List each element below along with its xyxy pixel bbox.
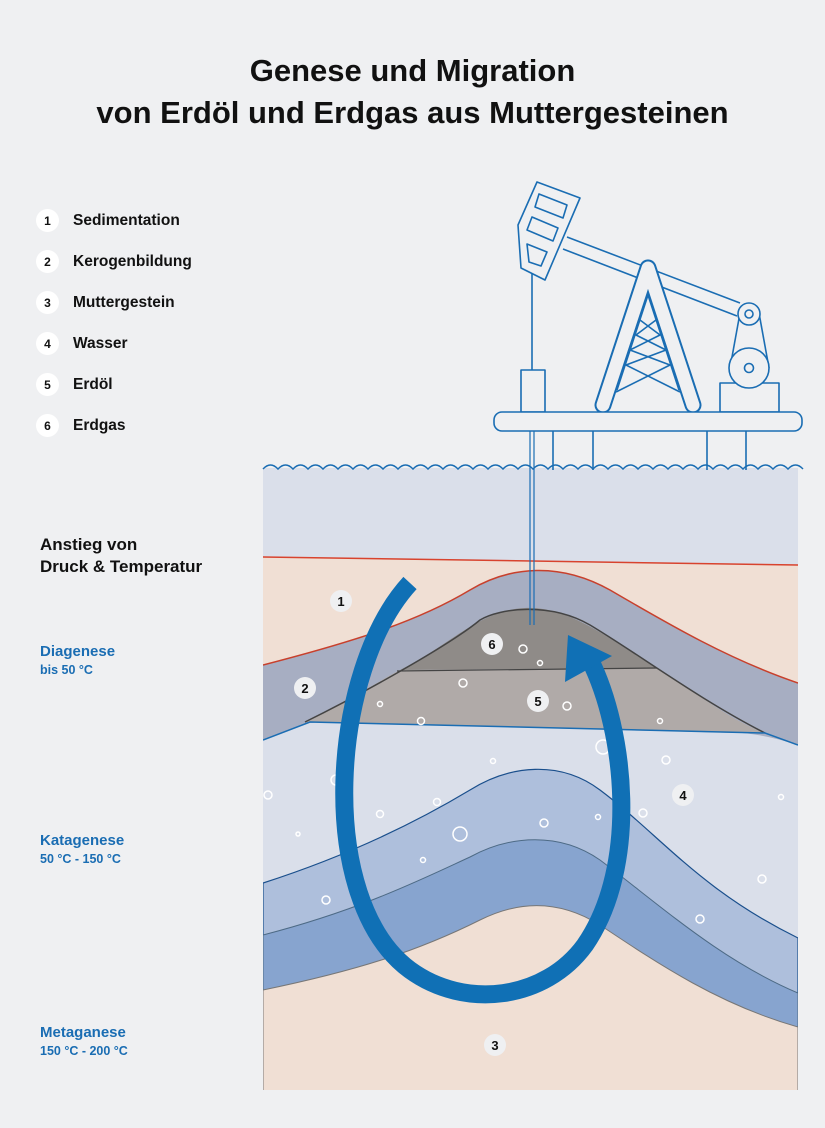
legend-item: 3 Muttergestein: [36, 282, 192, 323]
legend-number: 1: [36, 209, 59, 232]
legend-item: 2 Kerogenbildung: [36, 241, 192, 282]
stage-name: Metaganese: [40, 1024, 126, 1041]
pressure-temperature-heading: Anstieg von Druck & Temperatur: [40, 534, 202, 578]
legend-number: 5: [36, 373, 59, 396]
badge-1: 1: [337, 594, 344, 609]
legend-label: Erdgas: [73, 416, 126, 434]
title-line-1: Genese und Migration: [249, 53, 576, 88]
legend-label: Sedimentation: [73, 211, 180, 229]
diagram-badges: 1 2 3 4 5 6: [294, 590, 694, 1056]
source-rock-layer: [263, 905, 798, 1090]
badge-4: 4: [679, 788, 687, 803]
legend-item: 6 Erdgas: [36, 405, 192, 446]
legend-number: 4: [36, 332, 59, 355]
legend-item: 1 Sedimentation: [36, 200, 192, 241]
migration-arrow: [335, 576, 631, 1004]
legend-label: Muttergestein: [73, 293, 175, 311]
legend-number: 2: [36, 250, 59, 273]
legend: 1 Sedimentation 2 Kerogenbildung 3 Mutterge…: [36, 200, 192, 446]
heading-line-2: Druck & Temperatur: [40, 557, 203, 576]
stage-diagenese: Diagenese bis 50 °C: [40, 643, 115, 679]
legend-label: Erdöl: [73, 375, 113, 393]
cross-section: [263, 468, 798, 1090]
stage-range: bis 50 °C: [40, 663, 93, 677]
legend-number: 6: [36, 414, 59, 437]
trap-line: [304, 608, 766, 734]
bubbles: [263, 644, 785, 924]
heading-line-1: Anstieg von: [40, 535, 138, 554]
stage-metaganese: Metaganese 150 °C - 200 °C: [40, 1024, 128, 1060]
legend-label: Kerogenbildung: [73, 252, 192, 270]
badge-6: 6: [488, 637, 495, 652]
water-surface-waves: [262, 464, 804, 471]
legend-label: Wasser: [73, 334, 128, 352]
reservoir-base-line: [263, 721, 798, 746]
gas-oil-contact: [396, 667, 658, 672]
page-title: Genese und Migration von Erdöl und Erdga…: [0, 50, 825, 134]
stage-katagenese: Katagenese 50 °C - 150 °C: [40, 832, 124, 868]
title-line-2: von Erdöl und Erdgas aus Muttergesteinen: [96, 95, 729, 130]
legend-item: 4 Wasser: [36, 323, 192, 364]
badge-3: 3: [491, 1038, 498, 1053]
stage-name: Katagenese: [40, 832, 125, 849]
pump-jack-platform-icon: [493, 181, 803, 470]
stage-range: 50 °C - 150 °C: [40, 852, 121, 866]
legend-item: 5 Erdöl: [36, 364, 192, 405]
stage-range: 150 °C - 200 °C: [40, 1044, 128, 1058]
migration-arrow-path: [335, 576, 631, 1004]
legend-number: 3: [36, 291, 59, 314]
badge-5: 5: [534, 694, 541, 709]
stage-name: Diagenese: [40, 643, 116, 660]
arrowhead-icon: [565, 635, 612, 682]
badge-2: 2: [301, 681, 308, 696]
